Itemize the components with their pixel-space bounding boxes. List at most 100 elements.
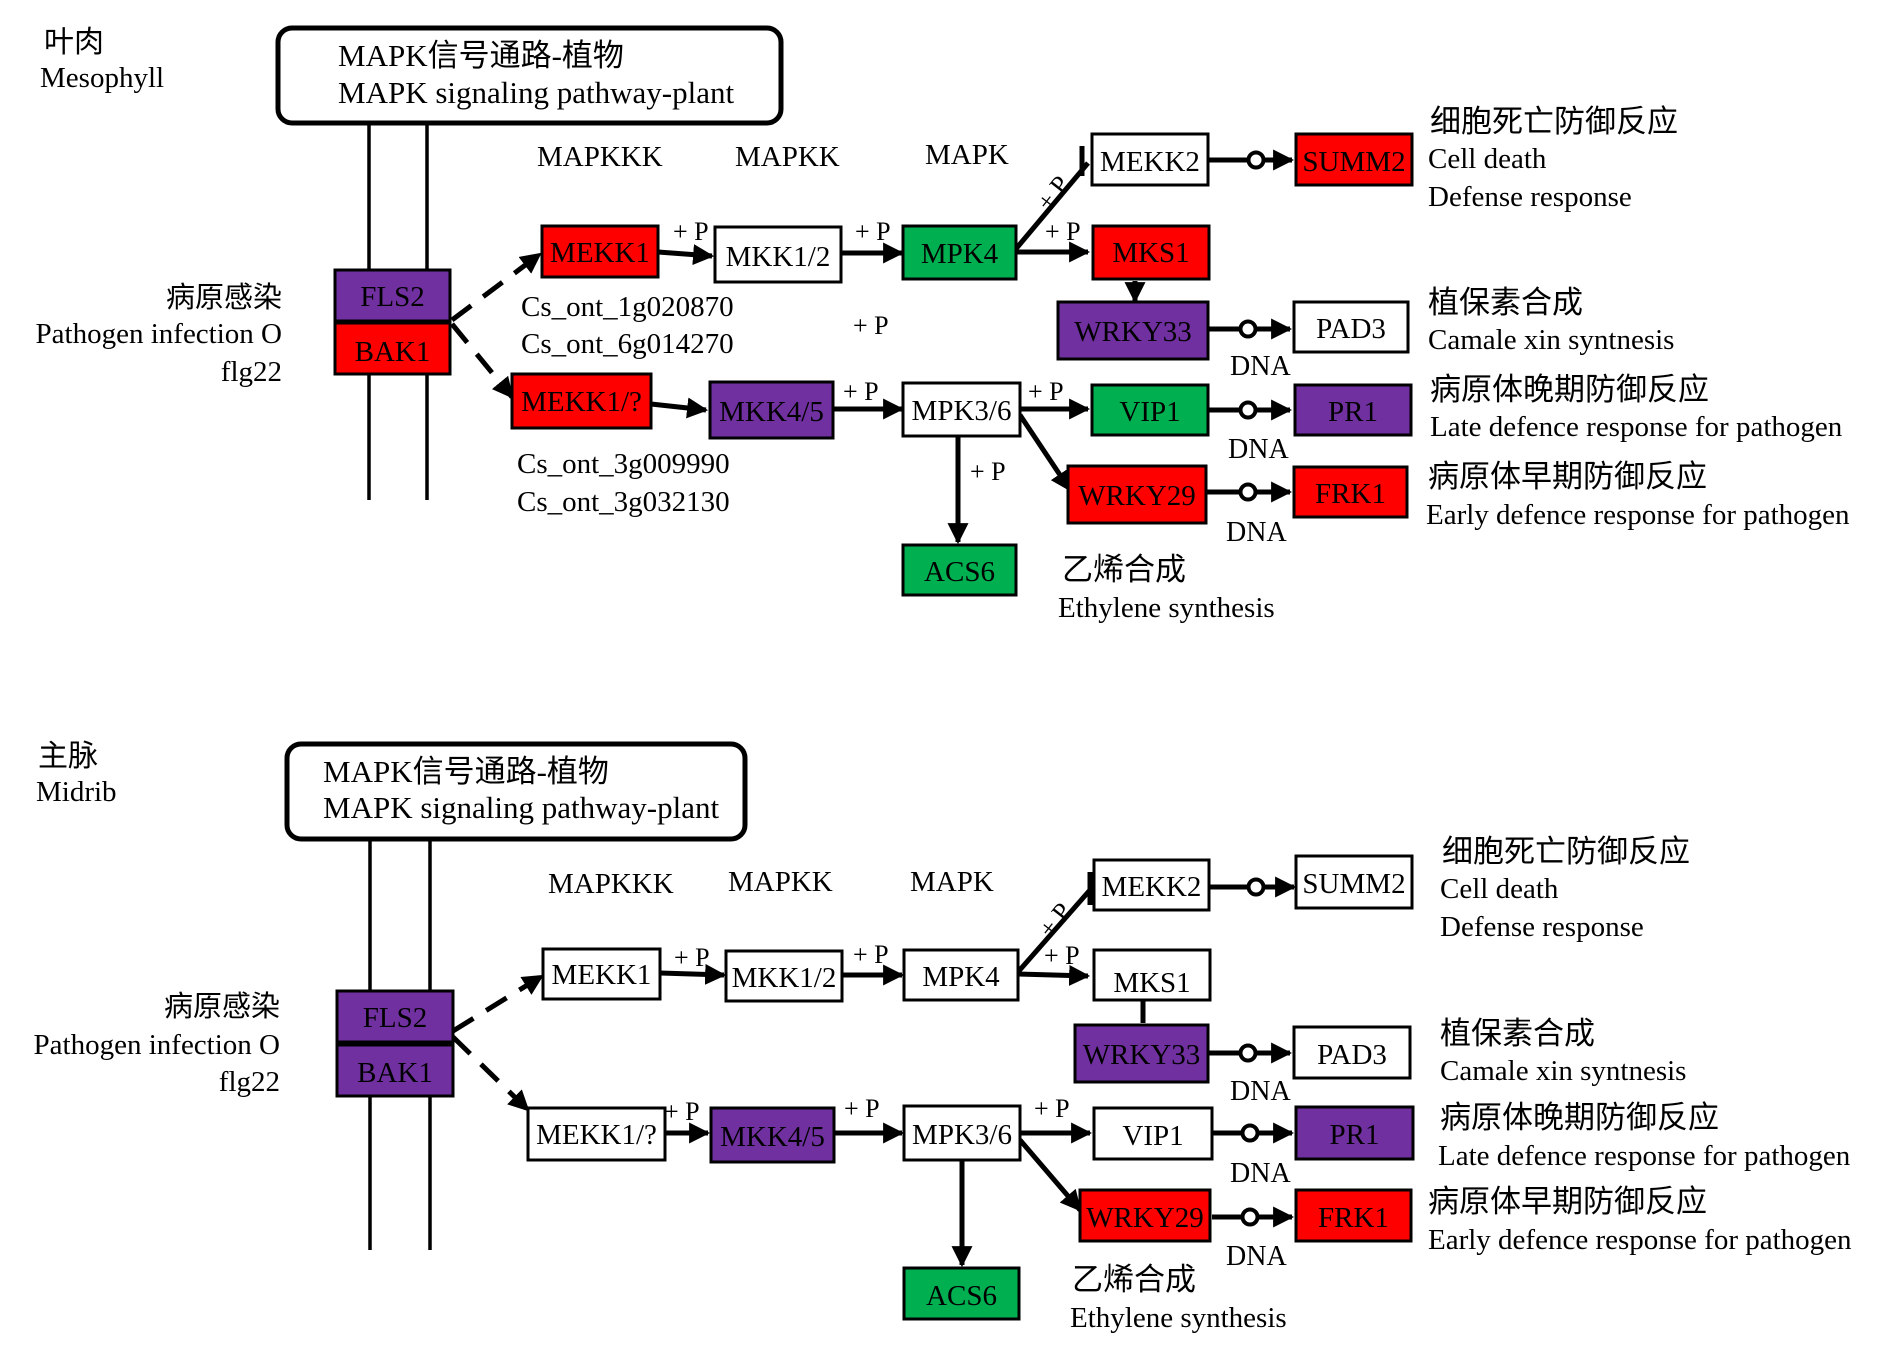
edge-mpk36-to-wrky29 bbox=[1018, 1138, 1082, 1212]
node-label: MKK1/2 bbox=[732, 962, 837, 994]
node-summ2: SUMM2 bbox=[1294, 854, 1414, 910]
node-pr1: PR1 bbox=[1294, 1105, 1415, 1161]
response-label-cn: 乙烯合成 bbox=[1062, 552, 1186, 587]
node-label: BAK1 bbox=[357, 1057, 433, 1089]
response-label-cn: 细胞死亡防御反应 bbox=[1430, 104, 1678, 139]
edge-wrky33-to-pad3-dot bbox=[1238, 1043, 1258, 1063]
dna-label: DNA bbox=[1226, 1241, 1287, 1272]
pathway-title-cn: MAPK信号通路-植物 bbox=[338, 38, 624, 73]
phospho-label: + P bbox=[970, 457, 1006, 486]
edge-vip1-to-pr1-dot bbox=[1238, 400, 1258, 420]
phospho-label: + P bbox=[673, 217, 709, 246]
edge-receptor-to-mekk1q bbox=[451, 1035, 530, 1112]
tissue-label-cn: 叶肉 bbox=[44, 26, 104, 59]
node-label: MEKK1/? bbox=[536, 1119, 657, 1151]
node-label: MPK4 bbox=[922, 961, 1000, 993]
node-label: BAK1 bbox=[355, 336, 431, 368]
response-label-cn: 病原体早期防御反应 bbox=[1428, 459, 1707, 494]
pathogen-infection-label-en: Pathogen infection O bbox=[36, 318, 282, 350]
phospho-label: + P bbox=[843, 377, 879, 406]
edge-mpk4-to-mks1 bbox=[1017, 964, 1091, 986]
node-label: MPK3/6 bbox=[912, 1119, 1012, 1151]
node-label: SUMM2 bbox=[1302, 868, 1405, 900]
panel-midrib: 主脉 Midrib MAPK信号通路-植物 MAPK signaling pat… bbox=[34, 740, 1852, 1334]
node-pr1: PR1 bbox=[1293, 383, 1413, 437]
node-label: ACS6 bbox=[926, 1280, 997, 1312]
edge-mekk2-to-summ2-dot bbox=[1246, 877, 1266, 897]
response-label-cn: 乙烯合成 bbox=[1072, 1262, 1196, 1297]
response-label-cn: 植保素合成 bbox=[1440, 1016, 1595, 1051]
node-label: WRKY29 bbox=[1086, 1202, 1204, 1234]
tier-label-mapk: MAPK bbox=[925, 139, 1009, 171]
node-label: FLS2 bbox=[360, 281, 424, 313]
node-label: FLS2 bbox=[363, 1002, 427, 1034]
node-mekk2: MEKK2 bbox=[1090, 132, 1210, 187]
node-label: MKS1 bbox=[1113, 967, 1190, 999]
node-label: MEKK2 bbox=[1102, 871, 1202, 903]
node-label: ACS6 bbox=[924, 556, 995, 588]
response-label-en: Late defence response for pathogen bbox=[1430, 411, 1843, 443]
node-label: PAD3 bbox=[1317, 1039, 1387, 1071]
node-mpk4: MPK4 bbox=[901, 224, 1018, 281]
response-label-cn: 细胞死亡防御反应 bbox=[1442, 834, 1690, 869]
node-label: MPK4 bbox=[921, 238, 999, 270]
node-label: MKK4/5 bbox=[720, 1121, 825, 1153]
node-label: MEKK1 bbox=[550, 237, 650, 269]
node-frk1: FRK1 bbox=[1294, 1188, 1413, 1243]
dna-label: DNA bbox=[1230, 1076, 1291, 1107]
node-fls2: FLS2 bbox=[333, 268, 452, 323]
response-label-en: Early defence response for pathogen bbox=[1428, 1224, 1852, 1256]
node-acs6: ACS6 bbox=[902, 1266, 1021, 1321]
phospho-label: + P bbox=[853, 940, 889, 969]
node-label: PR1 bbox=[1330, 1119, 1380, 1151]
node-mkk45: MKK4/5 bbox=[709, 1106, 836, 1164]
edge-vip1-to-pr1-dot bbox=[1240, 1123, 1260, 1143]
node-mekk1: MEKK1 bbox=[541, 947, 662, 1001]
pathogen-infection-label-cn: 病原感染 bbox=[166, 281, 282, 314]
node-wrky33: WRKY33 bbox=[1073, 1023, 1210, 1084]
node-pad3: PAD3 bbox=[1292, 1025, 1412, 1080]
node-mkk12: MKK1/2 bbox=[724, 949, 844, 1003]
node-mks1: MKS1 bbox=[1091, 224, 1211, 281]
edge-mekk1-to-mkk12 bbox=[657, 244, 715, 266]
node-vip1: VIP1 bbox=[1092, 1106, 1214, 1161]
node-fls2: FLS2 bbox=[335, 989, 455, 1044]
node-label: VIP1 bbox=[1122, 1120, 1183, 1152]
node-mekk1q: MEKK1/? bbox=[526, 1106, 667, 1162]
node-summ2: SUMM2 bbox=[1294, 132, 1414, 187]
pathway-title-cn: MAPK信号通路-植物 bbox=[323, 754, 609, 789]
edge-mpk36-to-wrky29 bbox=[1017, 413, 1073, 492]
edge-mekk1q-to-mkk45 bbox=[650, 397, 709, 419]
node-label: WRKY33 bbox=[1083, 1039, 1201, 1071]
gene-id-label: Cs_ont_6g014270 bbox=[521, 328, 734, 360]
node-label: PAD3 bbox=[1316, 313, 1386, 345]
node-mkk45: MKK4/5 bbox=[708, 380, 835, 440]
node-mpk36: MPK3/6 bbox=[901, 381, 1022, 438]
panel-mesophyll: 叶肉 Mesophyll MAPK信号通路-植物 MAPK signaling … bbox=[36, 25, 1850, 624]
phospho-label: + P bbox=[1033, 897, 1078, 943]
tier-label-mapkk: MAPKK bbox=[728, 866, 833, 898]
dna-label: DNA bbox=[1228, 434, 1289, 465]
edge-wrky33-to-pad3-dot bbox=[1238, 319, 1258, 339]
edge-mpk4-to-mekk2 bbox=[1016, 888, 1092, 974]
node-bak1: BAK1 bbox=[333, 321, 452, 376]
edge-receptor-to-mekk1 bbox=[451, 973, 544, 1034]
tier-label-mapkk: MAPKK bbox=[735, 141, 840, 173]
edge-mpk4-to-mekk2 bbox=[1013, 161, 1090, 252]
response-label-en: Defense response bbox=[1440, 911, 1644, 943]
response-label-en: Cell death bbox=[1440, 873, 1559, 905]
node-label: MEKK1 bbox=[552, 959, 652, 991]
node-label: MKK4/5 bbox=[719, 396, 824, 428]
response-label-en: Early defence response for pathogen bbox=[1426, 499, 1850, 531]
phospho-label: + P bbox=[664, 1097, 700, 1126]
response-label-cn: 植保素合成 bbox=[1428, 285, 1583, 320]
response-label-cn: 病原体早期防御反应 bbox=[1428, 1184, 1707, 1219]
node-pad3: PAD3 bbox=[1292, 300, 1410, 354]
node-label: VIP1 bbox=[1119, 396, 1180, 428]
node-mpk36: MPK3/6 bbox=[902, 1104, 1022, 1162]
node-vip1: VIP1 bbox=[1090, 383, 1210, 437]
node-label: MEKK1/? bbox=[521, 386, 642, 418]
response-label-en: Late defence response for pathogen bbox=[1438, 1140, 1851, 1172]
response-label-en: Ethylene synthesis bbox=[1070, 1302, 1287, 1334]
edge-mekk2-to-summ2-dot bbox=[1246, 150, 1266, 170]
